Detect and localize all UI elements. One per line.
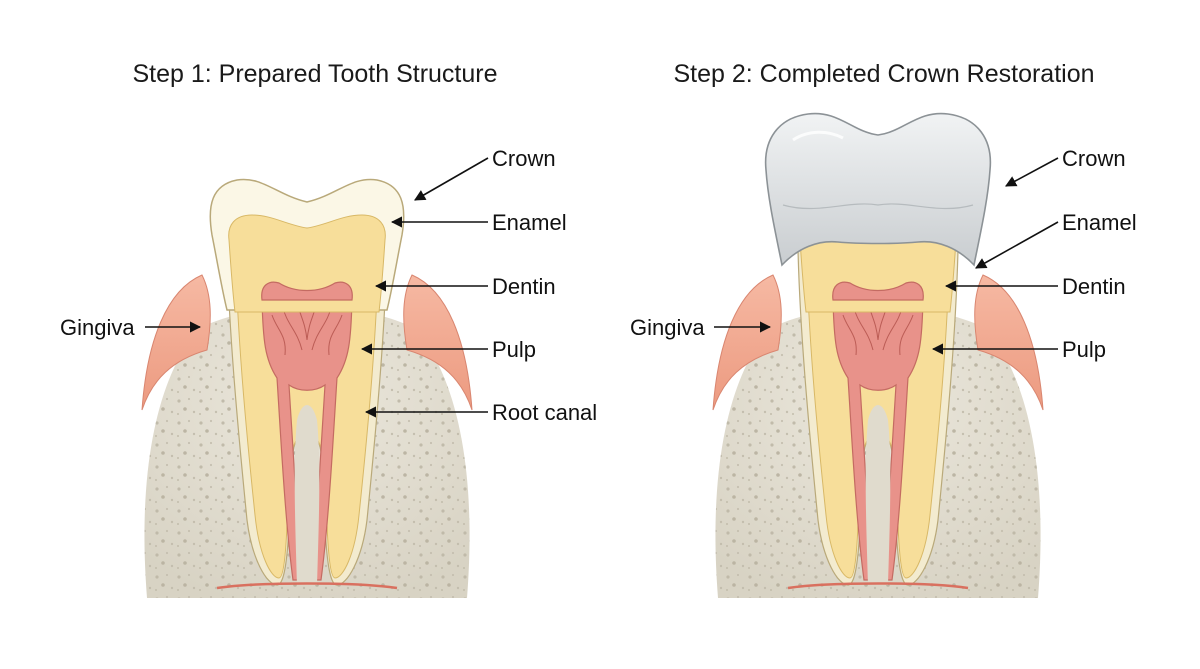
leader-lines-2 — [714, 157, 1059, 355]
label-dentin-2: Dentin — [1062, 274, 1126, 299]
label-pulp-2: Pulp — [1062, 337, 1106, 362]
panel-2-title: Step 2: Completed Crown Restoration — [673, 60, 1094, 88]
label-root-canal-1: Root canal — [492, 400, 597, 425]
tooth-illustration-1 — [140, 178, 474, 600]
panel-1-title: Step 1: Prepared Tooth Structure — [132, 60, 497, 88]
label-dentin-1: Dentin — [492, 274, 556, 299]
label-enamel-2: Enamel — [1062, 210, 1137, 235]
leader-lines-1 — [145, 157, 489, 418]
panel-step-1: Step 1: Prepared Tooth Structure Crown E… — [60, 60, 597, 600]
tooth-illustration-2 — [711, 112, 1045, 600]
label-enamel-1: Enamel — [492, 210, 567, 235]
label-pulp-1: Pulp — [492, 337, 536, 362]
label-gingiva-2: Gingiva — [630, 315, 705, 340]
label-crown-1: Crown — [492, 146, 556, 171]
panel-step-2: Step 2: Completed Crown Restoration Crow… — [630, 60, 1137, 600]
label-crown-2: Crown — [1062, 146, 1126, 171]
label-gingiva-1: Gingiva — [60, 315, 135, 340]
